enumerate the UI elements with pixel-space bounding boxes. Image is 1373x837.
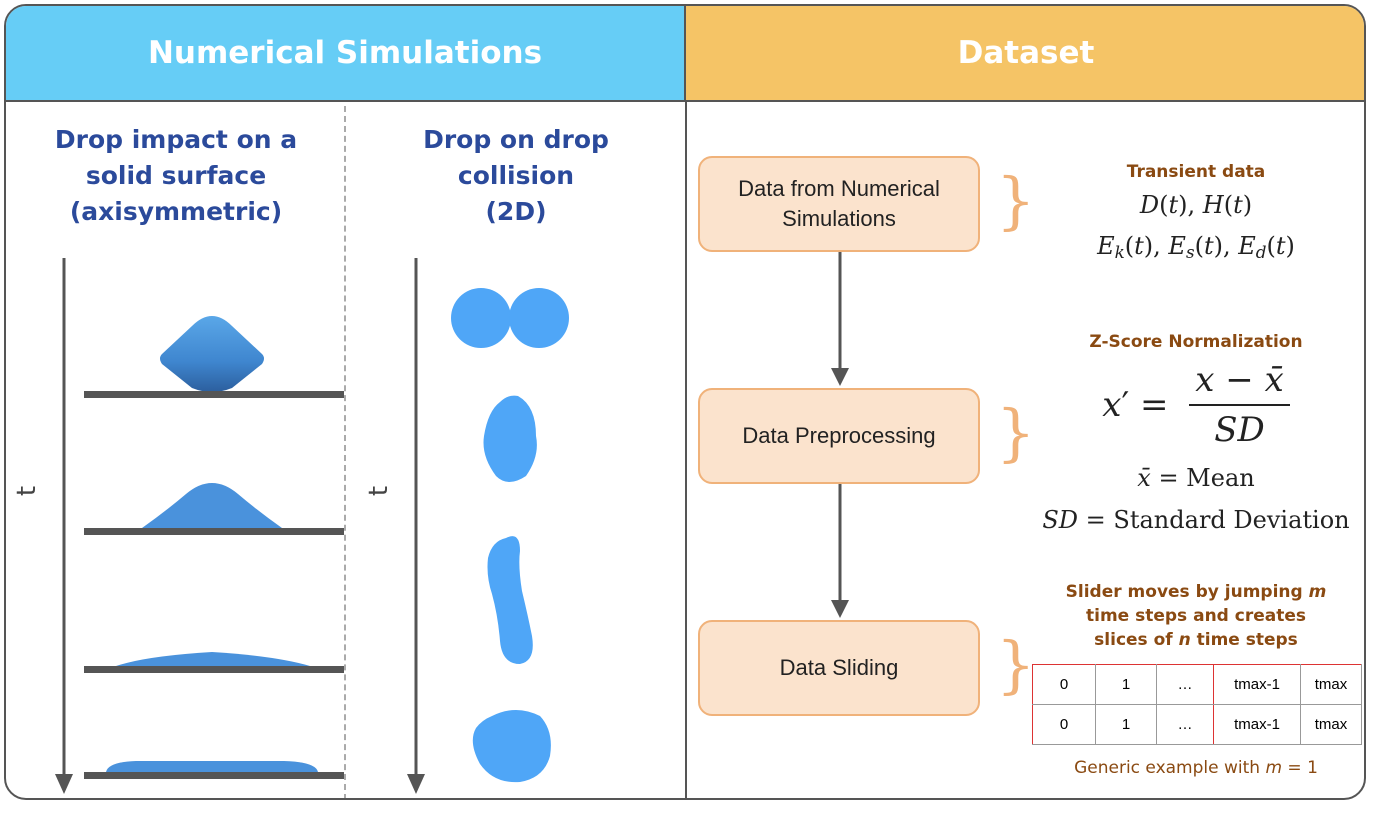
sd-definition: SD = Standard Deviation [1042,506,1350,534]
solid-drop-4 [106,761,318,772]
slice-table: 0 1 … tmax-1 tmax 0 1 … tmax-1 tmax [1032,664,1362,745]
brace-3: } [996,628,1036,701]
slice-cell: 1 [1095,664,1157,705]
collision-final-drop [472,710,551,783]
slice-cell: … [1156,664,1214,705]
solid-title-line-2: solid surface [85,161,267,190]
slice-row-2: 0 1 … tmax-1 tmax [1032,704,1362,745]
generic-example-caption: Generic example with m = 1 [1074,758,1318,778]
collision-time-arrow [407,258,425,794]
panel-divider [685,102,687,798]
slice-cell: … [1156,704,1214,745]
collision-merged-drop [483,395,537,482]
solid-surface-2 [84,528,344,535]
arrow-box1-to-box2 [831,252,849,386]
transient-line-1: D(t), H(t) [1139,191,1253,219]
zscore-title: Z-Score Normalization [1089,332,1303,352]
brace-2: } [996,396,1036,469]
solid-drop-1 [160,316,264,392]
solid-time-arrow [55,258,73,794]
collision-title: Drop on drop collision (2D) [356,122,676,230]
collision-time-label: t [364,485,395,497]
slice-cell: tmax-1 [1213,704,1301,745]
collision-elongated-drop [487,536,533,664]
solid-surface-4 [84,772,344,779]
collision-drops [451,288,569,783]
collision-drop-right [509,288,569,348]
slice-cell: tmax-1 [1213,664,1301,705]
solid-drop-3 [116,652,310,666]
collision-title-line-3: (2D) [485,197,547,226]
solid-surface-3 [84,666,344,673]
column-divider [344,106,346,798]
data-preprocessing-box: Data Preprocessing [698,388,980,484]
arrow-box2-to-box3 [831,484,849,618]
solid-surface-1 [84,391,344,398]
collision-title-line-2: collision [457,161,575,190]
slice-row-1: 0 1 … tmax-1 tmax [1032,664,1362,705]
box1-line-1: Data from Numerical [738,176,940,201]
box1-line-2: Simulations [782,206,896,231]
diagram-frame: Numerical Simulations Dataset Drop impac… [4,4,1366,800]
slice-cell: 0 [1032,704,1096,745]
collision-title-line-1: Drop on drop [423,125,609,154]
transient-line-2: Ek(t), Es(t), Ed(t) [1097,232,1295,263]
solid-title-line-1: Drop impact on a [54,125,298,154]
numerical-simulations-header: Numerical Simulations [6,6,686,102]
data-from-simulations-box: Data from Numerical Simulations [698,156,980,252]
slice-cell: 1 [1095,704,1157,745]
slice-cell: tmax [1300,664,1362,705]
solid-surface-drops [84,316,344,779]
slice-cell: 0 [1032,664,1096,705]
slice-cell: tmax [1300,704,1362,745]
dataset-header: Dataset [686,6,1364,102]
collision-drop-left [451,288,511,348]
solid-title-line-3: (axisymmetric) [69,197,283,226]
zscore-formula: x′ = x − x̄SD [1046,360,1346,450]
mean-definition: x̄ = Mean [1137,464,1255,492]
solid-time-label: t [12,485,43,497]
solid-drop-2 [142,483,282,528]
data-sliding-box: Data Sliding [698,620,980,716]
transient-data-title: Transient data [1126,162,1266,182]
solid-surface-title: Drop impact on a solid surface (axisymme… [16,122,336,230]
brace-1: } [996,164,1036,237]
